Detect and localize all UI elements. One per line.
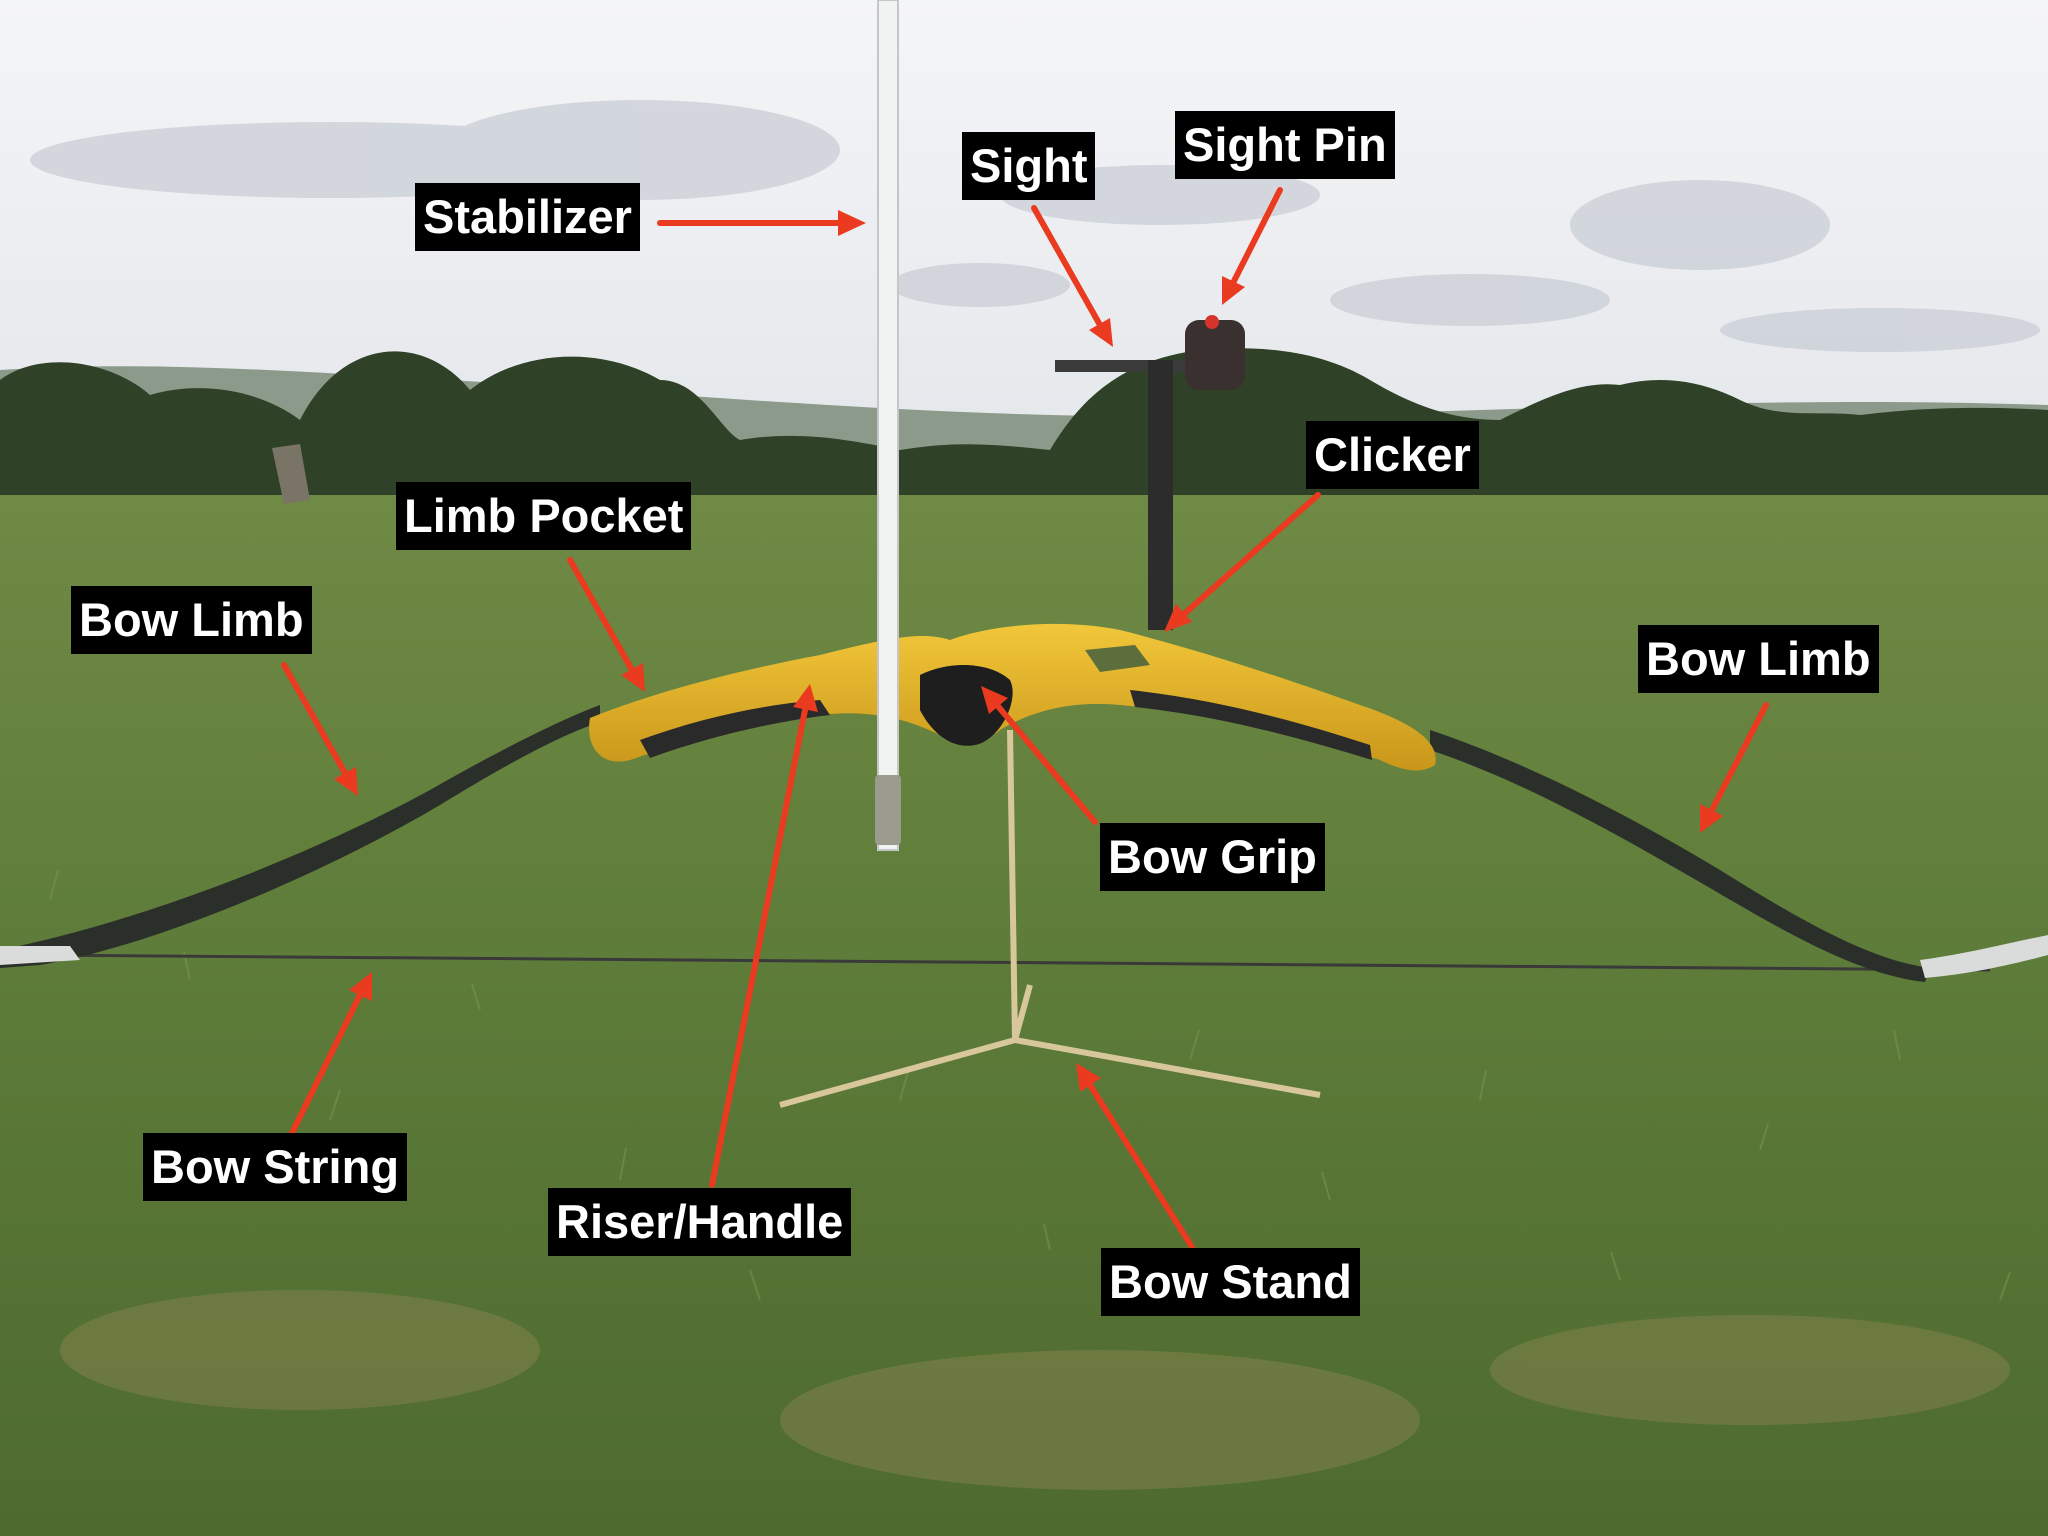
arrow-bow-grip: [981, 686, 1098, 825]
annotation-arrows: [281, 187, 1769, 1250]
label-stabilizer: Stabilizer: [415, 183, 640, 251]
label-sight: Sight: [962, 132, 1096, 200]
label-clicker: Clicker: [1306, 421, 1479, 489]
arrow-stabilizer: [657, 210, 866, 236]
dry-grass-patches: [60, 1290, 2010, 1490]
label-bow-string: Bow String: [143, 1133, 408, 1201]
left-limb-shape: [0, 705, 600, 968]
tree-line: [0, 348, 2048, 500]
right-limb-tip: [1920, 935, 2048, 978]
stabilizer-rod: [877, 0, 899, 851]
grass-texture: [49, 869, 2011, 1301]
riser-dark-panel-right: [1130, 690, 1372, 760]
riser-shape: [589, 623, 1436, 771]
label-limb-pocket: Limb Pocket: [396, 482, 692, 550]
right-limb-shape: [1430, 730, 1930, 982]
arrow-sight: [1031, 205, 1113, 347]
sight-pin-housing: [1185, 320, 1245, 390]
label-bow-grip: Bow Grip: [1100, 823, 1325, 891]
label-bow-limb-right: Bow Limb: [1638, 625, 1879, 693]
stabilizer-weight: [875, 775, 901, 845]
sight-vertical-bar: [1148, 360, 1173, 630]
riser-cutout: [1085, 645, 1150, 672]
sight-pin-dot: [1205, 315, 1219, 329]
label-bow-limb-left: Bow Limb: [71, 586, 312, 654]
riser-dark-panel-left: [640, 700, 830, 758]
label-bow-stand: Bow Stand: [1101, 1248, 1360, 1316]
bow-string-shape: [29, 953, 1991, 972]
riser-grip-shape: [920, 664, 1013, 746]
distant-target: [272, 444, 310, 504]
left-limb-tip: [0, 946, 80, 965]
label-sight-pin: Sight Pin: [1175, 111, 1395, 179]
arrow-bow-limb-right: [1700, 702, 1769, 833]
arrow-limb-pocket: [567, 557, 645, 692]
arrow-bow-string: [289, 972, 372, 1136]
arrow-bow-stand: [1076, 1063, 1195, 1250]
arrow-clicker: [1164, 492, 1321, 632]
label-riser-handle: Riser/Handle: [548, 1188, 852, 1256]
bow-stand-shape: [779, 729, 1321, 1108]
arrow-sight-pin: [1222, 187, 1283, 305]
arrow-riser-handle: [709, 684, 818, 1188]
arrow-bow-limb-left: [281, 662, 358, 796]
